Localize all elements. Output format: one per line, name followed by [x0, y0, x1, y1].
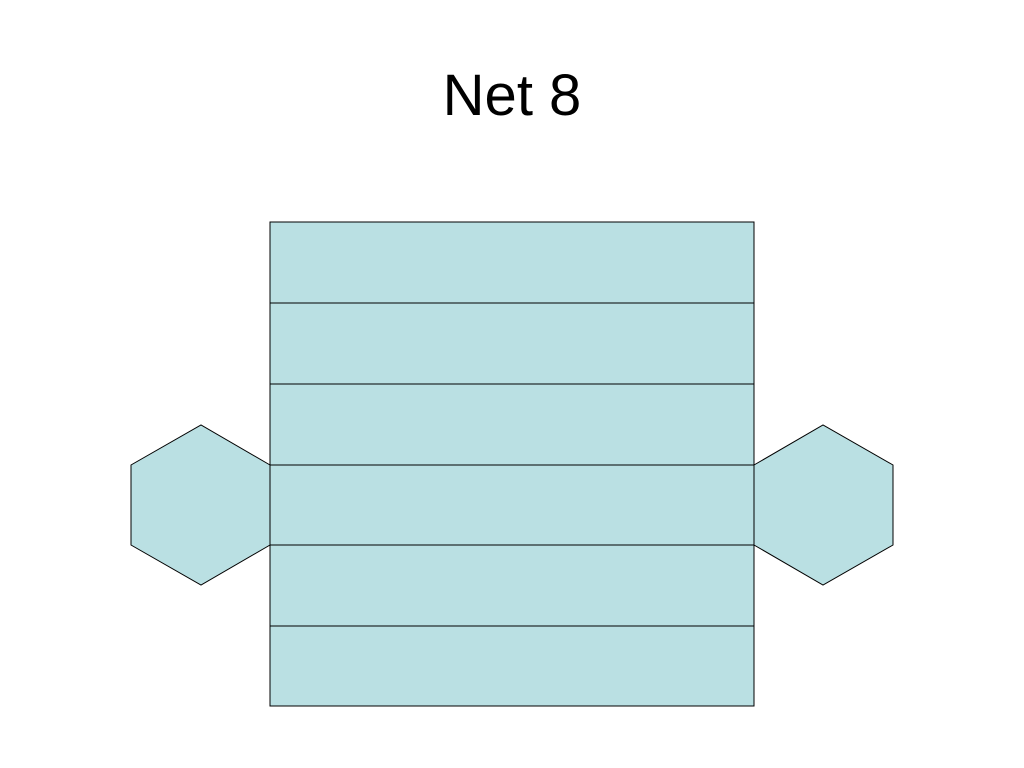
slide-title: Net 8	[442, 63, 582, 128]
net-face-rectangle-4	[269, 464, 755, 546]
net-face-rectangle-6	[269, 625, 755, 707]
net-face-rectangle-1	[269, 221, 755, 304]
net-face-hexagon-right	[753, 424, 894, 586]
net-face-hexagon-left	[130, 424, 271, 586]
net-face-rectangle-3	[269, 383, 755, 466]
net-face-rectangle-2	[269, 302, 755, 385]
rectangular-faces	[269, 221, 755, 707]
net-face-rectangle-5	[269, 544, 755, 627]
